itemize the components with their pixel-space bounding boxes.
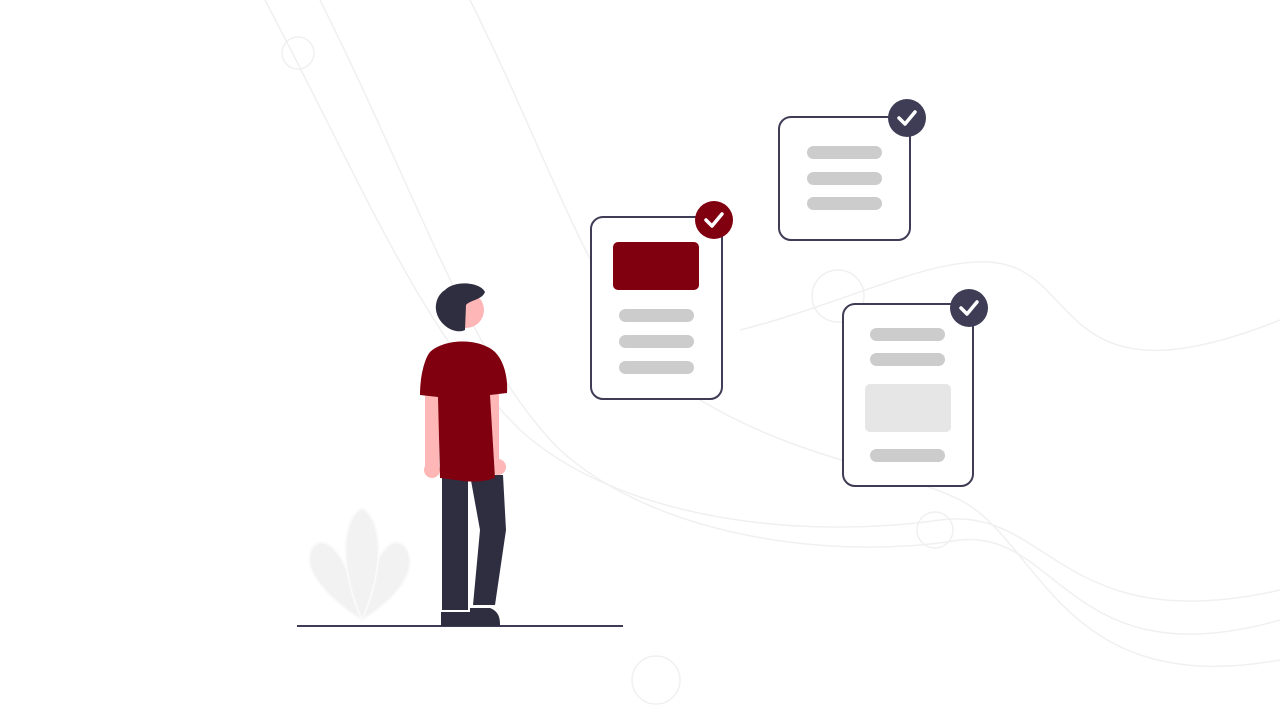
left-shoe (441, 612, 470, 626)
plant (308, 506, 411, 623)
left-leg (442, 475, 468, 610)
document-card-1 (590, 201, 733, 400)
hair (435, 283, 485, 332)
document-card-3 (842, 289, 988, 487)
background-lines (264, 0, 1280, 705)
document-card-2 (778, 99, 926, 241)
right-leg (470, 475, 506, 605)
shirt (420, 341, 508, 482)
person-figure (420, 283, 508, 626)
check-circle-icon (950, 289, 988, 327)
check-circle-icon (888, 99, 926, 137)
left-arm (425, 390, 439, 470)
right-shoe (470, 608, 500, 626)
check-circle-icon (695, 201, 733, 239)
highlight-block (613, 242, 699, 290)
